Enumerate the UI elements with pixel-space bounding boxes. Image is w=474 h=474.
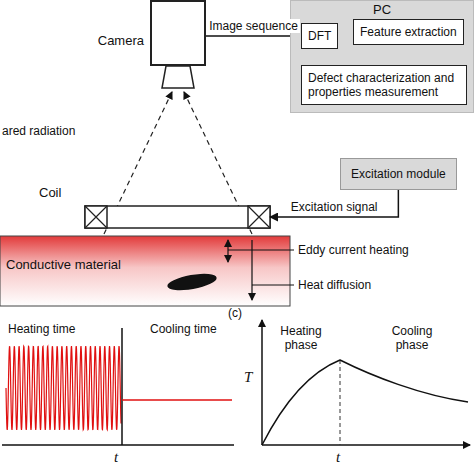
temperature-curve [262, 360, 468, 445]
node-label: DFT [308, 29, 331, 43]
phase-label: Heating time [8, 322, 75, 336]
phase-divider [340, 360, 341, 445]
time-axis [2, 444, 234, 446]
defect-crack [166, 271, 218, 293]
phase-label: Heating phase [270, 324, 332, 352]
excitation-wave [6, 346, 121, 430]
connector-arrow [206, 35, 301, 37]
node-label: PC [291, 1, 473, 17]
edge-label: Excitation signal [289, 200, 380, 214]
node-label: Conductive material [6, 258, 121, 272]
node-label: Camera [98, 34, 144, 48]
callout-label: ared radiation [2, 124, 75, 138]
pc-panel: PC DFT Feature extractionDefect characteri… [290, 0, 474, 113]
axis-label: t [114, 450, 118, 464]
coil: Coil [85, 206, 270, 228]
temperature-axis [261, 320, 263, 445]
zero-signal [122, 399, 232, 401]
conductive-plate [0, 236, 290, 306]
node-label: Defect characterization and properties m… [308, 71, 460, 99]
axis-label: T [244, 370, 252, 384]
callout-label: Eddy current heating [298, 243, 409, 257]
process-box: DFT [301, 23, 338, 49]
panel-letter: (c) [228, 306, 242, 320]
coil-body [85, 206, 270, 228]
camera-lens [162, 66, 194, 88]
node-label: Excitation module [351, 167, 446, 181]
camera-body: Camera [150, 0, 206, 66]
depth-arrow [227, 240, 228, 262]
diffusion-arrow [251, 240, 252, 300]
callout-label: Heat diffusion [298, 278, 371, 292]
process-box: Feature extraction [353, 19, 464, 45]
module-box: Excitation module [340, 158, 457, 190]
process-box: Defect characterization and properties m… [301, 65, 467, 105]
leader-line [228, 250, 294, 251]
axis-label: t [336, 450, 340, 464]
leader-line [252, 285, 294, 286]
connector-arrow [270, 190, 398, 217]
edge-label: Image sequence [207, 19, 300, 33]
phase-label: Cooling phase [376, 324, 448, 352]
node-label: Feature extraction [360, 25, 457, 39]
phase-label: Cooling time [150, 322, 217, 336]
material-block: Conductive material [0, 236, 290, 306]
phase-divider [121, 328, 123, 445]
coil-cross [85, 206, 270, 228]
time-axis [262, 444, 470, 446]
node-label: Coil [39, 186, 61, 200]
